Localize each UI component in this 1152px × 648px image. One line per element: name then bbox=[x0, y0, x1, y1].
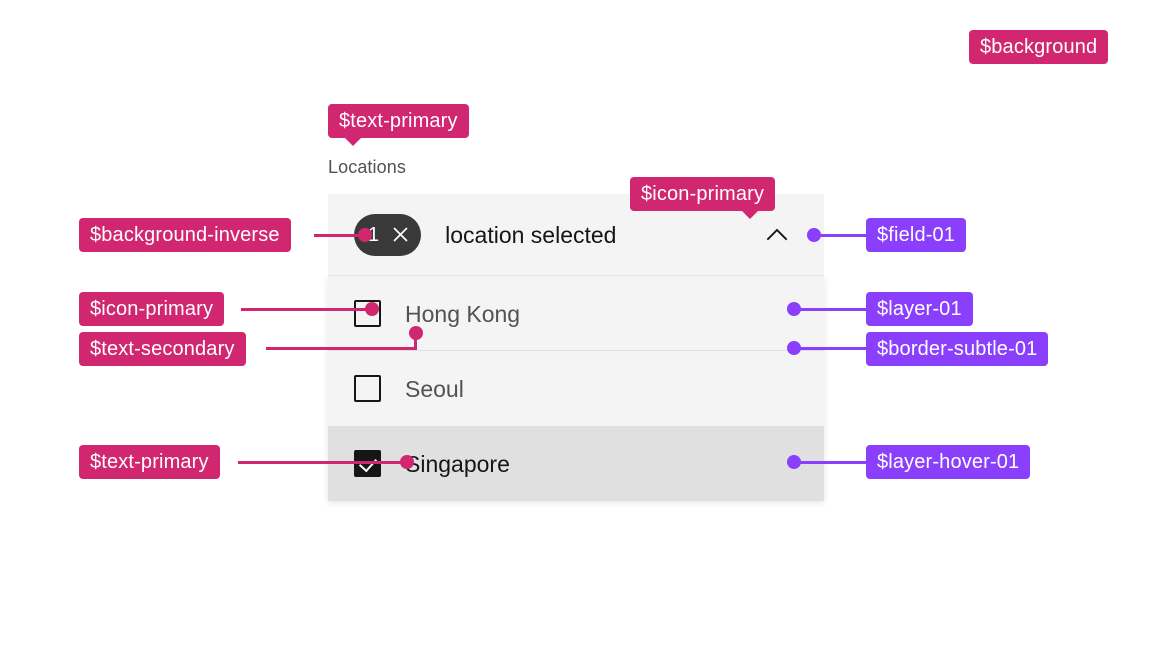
token-badge-label: $text-primary bbox=[90, 451, 209, 473]
close-icon[interactable] bbox=[383, 218, 417, 252]
token-badge-field-01: $field-01 bbox=[866, 218, 967, 252]
leader-dot-layer-hover-01 bbox=[787, 455, 801, 469]
checkbox-icon[interactable] bbox=[354, 300, 381, 327]
token-badge-border-subtle-01: $border-subtle-01 bbox=[866, 332, 1049, 366]
leader-line-layer-01 bbox=[793, 308, 874, 311]
leader-dot-text-secondary bbox=[409, 326, 423, 340]
token-badge-label: $icon-primary bbox=[641, 183, 765, 205]
leader-dot-text-primary-option bbox=[400, 455, 414, 469]
list-item-label: Singapore bbox=[405, 450, 510, 477]
multiselect-field-text: location selected bbox=[445, 221, 617, 248]
token-badge-text-primary-option: $text-primary bbox=[79, 445, 220, 479]
leader-dot-background-inverse bbox=[358, 228, 372, 242]
checkbox-icon[interactable] bbox=[354, 375, 381, 402]
leader-line-icon-primary-checkbox bbox=[241, 308, 372, 311]
token-badge-layer-01: $layer-01 bbox=[866, 292, 973, 326]
multiselect-label: Locations bbox=[328, 157, 406, 177]
leader-dot-border-subtle-01 bbox=[787, 341, 801, 355]
token-badge-label: $text-secondary bbox=[90, 338, 235, 360]
leader-line-text-primary-option bbox=[238, 461, 407, 464]
token-badge-label: $background-inverse bbox=[90, 224, 280, 246]
token-badge-text-secondary: $text-secondary bbox=[79, 332, 246, 366]
list-item-label: Hong Kong bbox=[405, 300, 521, 327]
leader-dot-icon-primary-checkbox bbox=[365, 302, 379, 316]
token-badge-layer-hover-01: $layer-hover-01 bbox=[866, 445, 1031, 479]
chevron-up-icon[interactable] bbox=[760, 218, 794, 252]
token-badge-label: $layer-hover-01 bbox=[877, 451, 1020, 473]
leader-line-layer-hover-01 bbox=[793, 461, 874, 464]
token-badge-background: $background bbox=[969, 30, 1109, 64]
leader-dot-layer-01 bbox=[787, 302, 801, 316]
leader-line-text-secondary-h bbox=[266, 347, 417, 350]
token-badge-icon-primary-checkbox: $icon-primary bbox=[79, 292, 225, 326]
list-item-label: Seoul bbox=[405, 375, 464, 402]
token-badge-label: $background bbox=[980, 36, 1098, 58]
token-badge-label: $text-primary bbox=[339, 110, 458, 132]
token-badge-label: $layer-01 bbox=[877, 298, 962, 320]
leader-line-text-secondary-v bbox=[414, 330, 417, 350]
token-badge-label: $border-subtle-01 bbox=[877, 338, 1038, 360]
token-tail-icon bbox=[344, 137, 362, 146]
token-badge-label: $field-01 bbox=[877, 224, 956, 246]
token-tail-icon bbox=[741, 210, 760, 219]
leader-line-background-inverse bbox=[314, 234, 366, 237]
selected-count-value: 1 bbox=[368, 223, 380, 246]
token-badge-icon-primary-chevron: $icon-primary bbox=[630, 177, 776, 219]
list-item[interactable]: Seoul bbox=[328, 351, 824, 426]
leader-line-field-01 bbox=[812, 234, 874, 237]
leader-line-border-subtle-01 bbox=[793, 347, 874, 350]
list-item[interactable]: Hong Kong bbox=[328, 276, 824, 351]
token-badge-text-primary-label: $text-primary bbox=[328, 104, 469, 146]
token-badge-label: $icon-primary bbox=[90, 298, 214, 320]
token-badge-background-inverse: $background-inverse bbox=[79, 218, 291, 252]
leader-dot-field-01 bbox=[807, 228, 821, 242]
